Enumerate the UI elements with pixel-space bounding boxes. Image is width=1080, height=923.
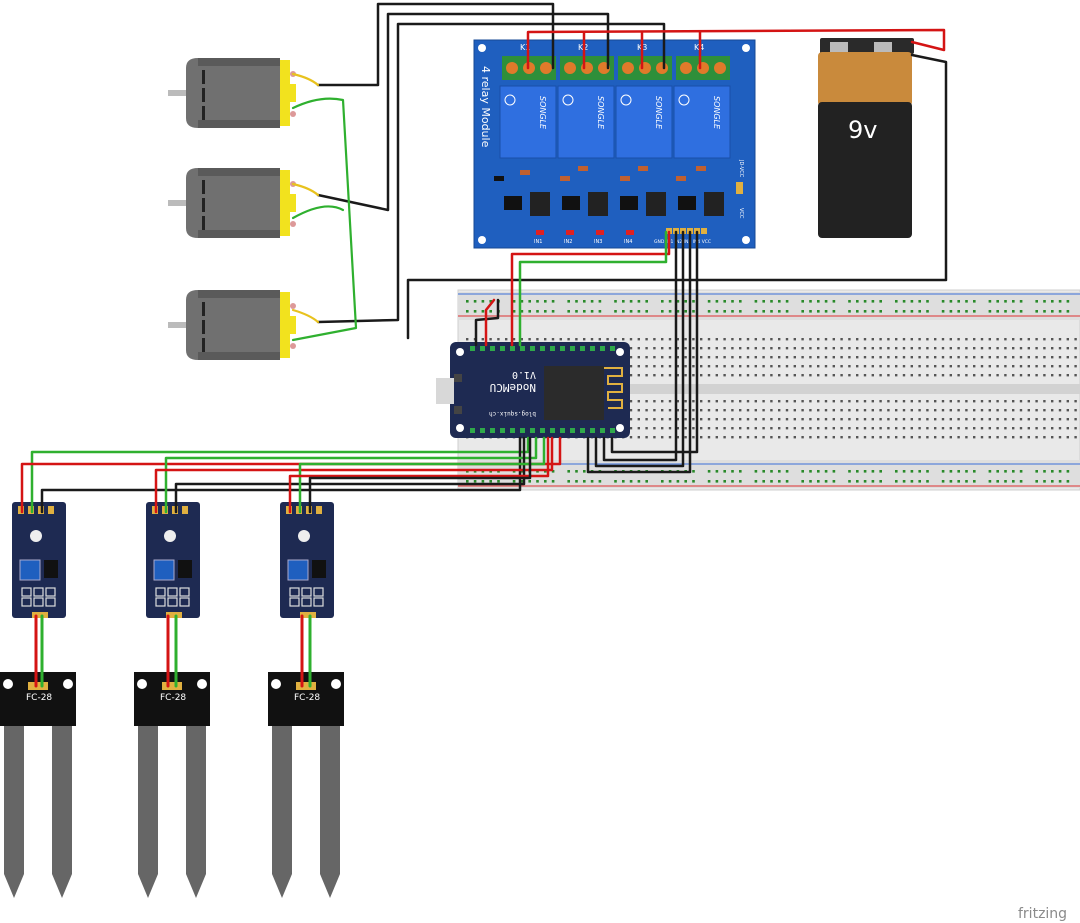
wire-black (610, 230, 699, 454)
relay-input-label: IN1 (534, 239, 542, 245)
soil-sensor-module (280, 502, 334, 618)
relay-brand-label: SONGLE (654, 96, 663, 130)
relay: SONGLE (673, 85, 731, 159)
nodemcu-board: NodeMCU V1.0 blog.squix.ch (436, 342, 630, 438)
wire-green (164, 436, 538, 514)
probe-label: FC-28 (294, 693, 320, 703)
dc-motor (168, 58, 296, 128)
wire-red (484, 298, 496, 347)
soil-sensor-module (12, 502, 66, 618)
wire-green (298, 436, 546, 514)
breadboard (457, 289, 1080, 491)
wire-red (510, 230, 671, 347)
wire-red (288, 436, 550, 514)
wire-green (291, 205, 345, 220)
wire-green (291, 97, 358, 342)
relay-brand-label: SONGLE (596, 96, 605, 130)
relay-module: 4 relay Module K1 K2 K3 K4 SONGLE SONGLE… (473, 39, 756, 249)
probe-label: FC-28 (160, 693, 186, 703)
relay: SONGLE (557, 85, 615, 159)
wire-red (20, 436, 562, 514)
wire-green (30, 436, 530, 514)
fc28-probe: FC-28 (0, 672, 76, 898)
battery-9v: 9v (818, 38, 914, 238)
relay-channel-label: K1 (520, 43, 530, 52)
relay: SONGLE (499, 85, 557, 159)
wire-yellow (291, 72, 320, 87)
relay: SONGLE (615, 85, 673, 159)
dc-motor (168, 168, 296, 238)
probe-label: FC-28 (26, 693, 52, 703)
optocoupler (504, 192, 550, 216)
nodemcu-name: NodeMCU (490, 381, 536, 394)
nodemcu-url: blog.squix.ch (489, 410, 536, 417)
relay-side-label: VCC (738, 208, 744, 219)
relay-module-title: 4 relay Module (479, 66, 492, 148)
terminal-block (676, 56, 730, 80)
wire-yellow (291, 308, 320, 324)
wire-black (586, 230, 692, 474)
wire-black (174, 436, 526, 514)
fc28-probe: FC-28 (268, 672, 344, 898)
optocoupler (562, 192, 608, 216)
optocoupler (678, 192, 724, 216)
relay-input-label: IN2 (564, 239, 572, 245)
optocoupler (620, 192, 666, 216)
relay-input-label: IN3 (594, 239, 602, 245)
wire-black (316, 2, 555, 87)
wire-black (308, 436, 532, 514)
wiring (20, 2, 948, 688)
relay-side-label: JD-VCC (738, 159, 744, 178)
wire-black (316, 22, 666, 324)
relay-brand-label: SONGLE (712, 96, 721, 130)
wire-black (406, 53, 948, 340)
wire-green (518, 230, 668, 347)
wire-red (526, 28, 946, 70)
wire-black (594, 230, 685, 468)
dc-motor (168, 290, 296, 360)
battery-label: 9v (848, 116, 877, 144)
nodemcu-version: V1.0 (512, 369, 536, 380)
relay-brand-label: SONGLE (538, 96, 547, 130)
fritzing-watermark: fritzing (1018, 906, 1067, 922)
soil-sensor-module (146, 502, 200, 618)
fc28-probe: FC-28 (134, 672, 210, 898)
wire-black (602, 230, 678, 462)
relay-input-label: IN4 (624, 239, 632, 245)
wire-yellow (291, 182, 320, 197)
terminal-block (560, 56, 614, 80)
wire-red (154, 436, 554, 514)
